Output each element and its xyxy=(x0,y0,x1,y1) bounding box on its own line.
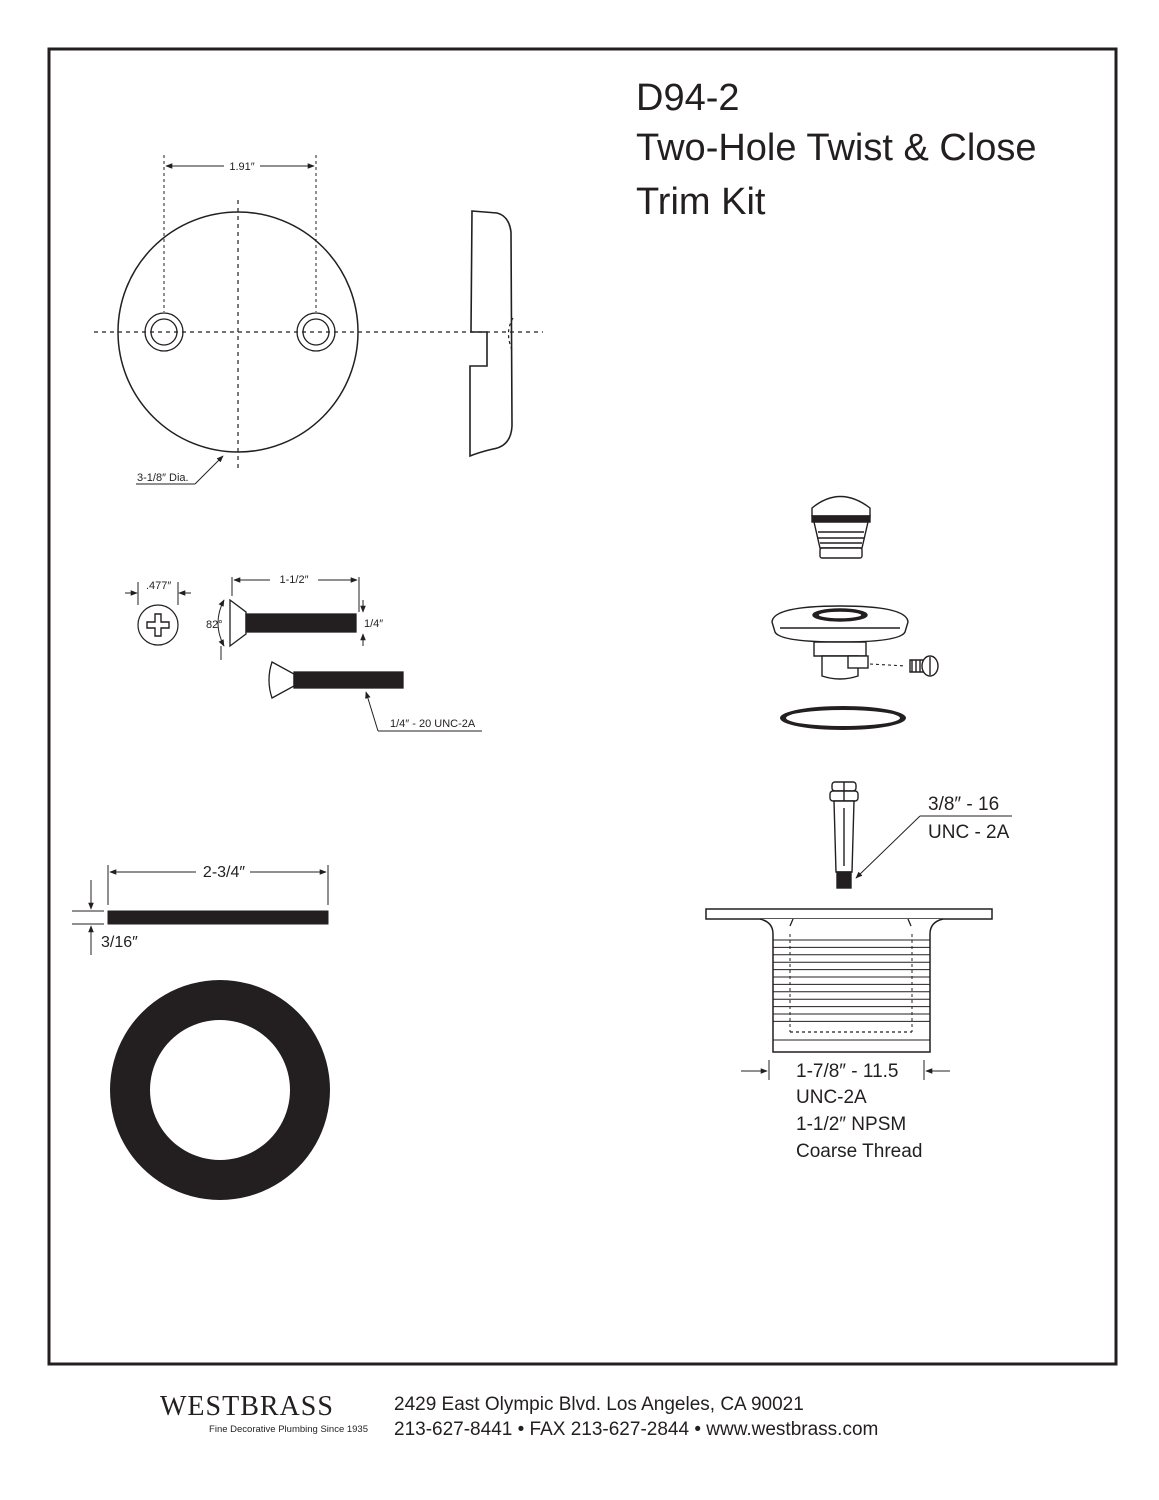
company-phone-fax-web: 213-627-8441 • FAX 213-627-2844 • www.we… xyxy=(394,1419,879,1440)
gasket-diameter-dimension: 2-3/4″ xyxy=(203,864,245,881)
title-block: D94-2 Two-Hole Twist & Close Trim Kit xyxy=(636,77,1037,223)
drain-spec-line-4: Coarse Thread xyxy=(796,1141,922,1162)
screw-side-view-upper xyxy=(217,577,366,660)
drain-spec-line-1: 1-7/8″ - 11.5 xyxy=(796,1061,899,1082)
stopper-body xyxy=(771,605,939,680)
screw-shank-dimension: 1/4″ xyxy=(364,618,383,630)
drain-body-threads xyxy=(773,939,930,1022)
company-address: 2429 East Olympic Blvd. Los Angeles, CA … xyxy=(394,1394,804,1415)
company-contact: 2429 East Olympic Blvd. Los Angeles, CA … xyxy=(394,1392,878,1442)
gasket-ring xyxy=(110,980,331,1200)
product-title-line-1: Two-Hole Twist & Close xyxy=(636,127,1037,169)
plate-diameter-leader xyxy=(136,455,224,485)
hole-spacing-dimension: 1.91″ xyxy=(229,161,254,173)
plate-diameter-dimension: 3-1/8″ Dia. xyxy=(137,472,189,484)
drain-thread-dimension-arrows xyxy=(741,1060,950,1080)
screw-side-view-lower xyxy=(268,661,482,732)
screw-head-diameter-dimension: .477″ xyxy=(146,580,171,592)
overflow-plate-side-view xyxy=(469,210,514,458)
stem-thread-spec-line-1: 3/8″ - 16 xyxy=(928,794,999,815)
model-number: D94-2 xyxy=(636,77,740,119)
screw-length-dimension: 1-1/2″ xyxy=(280,574,309,586)
screw-head-angle-dimension: 82° xyxy=(206,619,223,631)
screw-thread-spec: 1/4″ - 20 UNC-2A xyxy=(390,718,476,730)
drain-spec-line-2: UNC-2A xyxy=(796,1087,867,1108)
gasket-thickness-dimension: 3/16″ xyxy=(101,934,138,951)
westbrass-logo: WESTBRASS Fine Decorative Plumbing Since… xyxy=(160,1391,368,1436)
drain-spec-line-3: 1-1/2″ NPSM xyxy=(796,1114,906,1135)
product-title-line-2: Trim Kit xyxy=(636,181,766,223)
stopper-stem-bolt xyxy=(829,781,1012,889)
screw-head-top-view xyxy=(125,582,191,646)
drain-body xyxy=(705,908,993,1053)
overflow-plate-front-view xyxy=(94,155,543,470)
brand-tagline: Fine Decorative Plumbing Since 1935 xyxy=(209,1424,368,1435)
stem-thread-spec-line-2: UNC - 2A xyxy=(928,822,1010,843)
brand-name: WESTBRASS xyxy=(160,1391,334,1422)
stopper-cap xyxy=(811,495,871,559)
stopper-o-ring xyxy=(780,706,906,730)
gasket-profile xyxy=(72,865,329,955)
drawing-frame xyxy=(47,47,1118,1366)
